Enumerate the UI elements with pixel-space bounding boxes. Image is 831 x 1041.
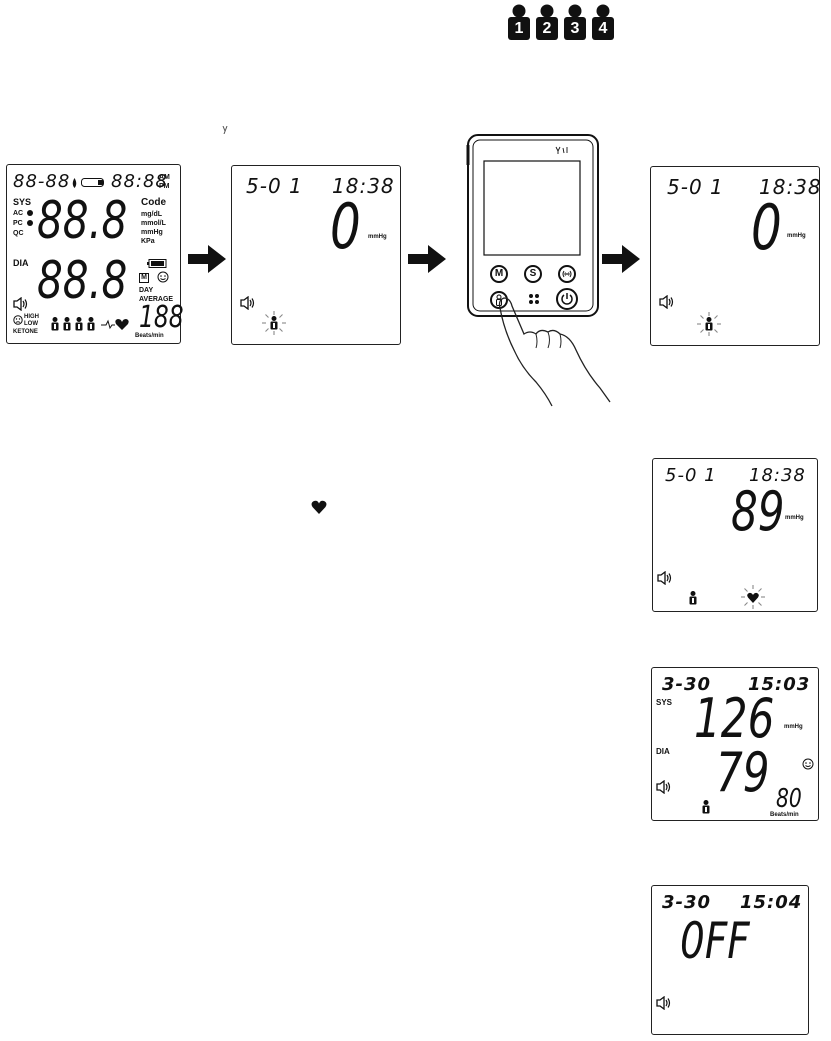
measuring-date: 5-0 1 [665, 467, 717, 485]
user-icon-3 [75, 317, 83, 331]
user-flash-icon [697, 312, 721, 336]
wireless-button[interactable] [558, 265, 576, 283]
wireless-icon [560, 267, 574, 281]
zero2-value: 0 [751, 197, 782, 259]
user-flash-icon [262, 311, 286, 335]
full-big-bottom: 88.8 [37, 255, 127, 307]
m-button-label: M [492, 268, 506, 279]
measuring-screen: 5-0 1 18:38 89 mmHg [652, 458, 818, 612]
stray-mark [222, 126, 228, 134]
user-badges: 1 2 3 4 [508, 4, 614, 40]
user-badge-4-label: 4 [592, 20, 614, 38]
qc-label: QC [13, 230, 24, 237]
day-label: DAY [139, 287, 153, 294]
result-screen: 3-30 15:03 SYS 126 mmHg DIA 79 80 Beats/… [651, 667, 819, 821]
zero1-value: 0 [330, 196, 361, 258]
speaker-icon [659, 295, 675, 309]
smiley-icon [157, 271, 169, 283]
mmoll-label: mmol/L [141, 220, 166, 227]
mmhg-label: mmHg [141, 229, 163, 236]
sys-label: SYS [13, 198, 31, 207]
result-unit: mmHg [784, 724, 803, 730]
user-badge-2: 2 [536, 4, 558, 40]
zero2-date: 5-0 1 [667, 177, 724, 197]
speaker-icon [240, 296, 256, 310]
user-badge-4: 4 [592, 4, 614, 40]
arrow-1 [188, 245, 226, 273]
user-icon-4 [87, 317, 95, 331]
heartbeat-icon [101, 317, 131, 331]
off-text: 0FF [680, 916, 750, 966]
zero-screen-2: 5-0 1 18:38 0 mmHg [650, 166, 820, 346]
zero1-date: 5-0 1 [246, 176, 303, 196]
result-dia-label: DIA [656, 748, 670, 756]
heart-flash-icon [741, 585, 765, 609]
zero2-unit: mmHg [787, 233, 806, 239]
speaker-icon [657, 571, 673, 585]
full-pulse: 188 [139, 303, 184, 333]
user-badge-1: 1 [508, 4, 530, 40]
beats-label: Beats/min [135, 333, 164, 339]
ac-dot [27, 210, 33, 216]
user-badge-3-label: 3 [564, 20, 586, 38]
arrow-3 [602, 245, 640, 273]
off-time: 15:04 [740, 894, 802, 912]
pm-label: PM [159, 183, 170, 190]
heart-icon [311, 500, 327, 515]
full-big-top: 88.8 [37, 195, 127, 247]
measuring-unit: mmHg [785, 515, 804, 521]
speaker-icon [656, 780, 672, 794]
speaker-icon [656, 996, 672, 1010]
result-sys-label: SYS [656, 699, 672, 707]
result-pulse: 80 [776, 786, 802, 812]
test-strip-icon [81, 178, 107, 187]
speaker-icon [13, 297, 29, 311]
code-label: Code [141, 198, 166, 208]
drop-icon [71, 178, 78, 188]
m-box: M [139, 273, 149, 283]
m-button[interactable]: M [490, 265, 508, 283]
off-screen: 3-30 15:04 0FF [651, 885, 809, 1035]
user-icon [702, 800, 710, 814]
full-segment-display: 88-88 88:88 AM PM SYS AC PC QC 88.8 Code… [6, 164, 181, 344]
pc-dot [27, 220, 33, 226]
ac-label: AC [13, 210, 23, 217]
user-icon [689, 591, 697, 605]
sad-face-icon [13, 315, 23, 325]
user-icon-2 [63, 317, 71, 331]
s-button-label: S [526, 268, 540, 279]
low-label: LOW [24, 321, 38, 327]
user-badge-3: 3 [564, 4, 586, 40]
full-date: 88-88 [13, 173, 70, 191]
smiley-icon [802, 758, 814, 770]
result-sys-value: 126 [694, 692, 774, 746]
high-label: HIGH [24, 314, 39, 320]
pc-label: PC [13, 220, 23, 227]
user-badge-2-label: 2 [536, 20, 558, 38]
off-date: 3-30 [662, 894, 711, 912]
user-icon-1 [51, 317, 59, 331]
user-badge-1-label: 1 [508, 20, 530, 38]
dia-label: DIA [13, 259, 29, 268]
battery-icon [147, 259, 167, 268]
measuring-value: 89 [731, 485, 785, 539]
kpa-label: KPa [141, 238, 155, 245]
pressing-hand-illustration [490, 290, 620, 410]
arrow-2 [408, 245, 446, 273]
zero-screen-1: 5-0 1 18:38 0 mmHg [231, 165, 401, 345]
result-beats: Beats/min [770, 812, 799, 818]
zero1-unit: mmHg [368, 234, 387, 240]
s-button[interactable]: S [524, 265, 542, 283]
m-box-label: M [140, 274, 148, 282]
mgdl-label: mg/dL [141, 211, 162, 218]
result-dia-value: 79 [716, 746, 770, 800]
ketone-label: KETONE [13, 329, 38, 335]
am-label: AM [159, 174, 170, 181]
